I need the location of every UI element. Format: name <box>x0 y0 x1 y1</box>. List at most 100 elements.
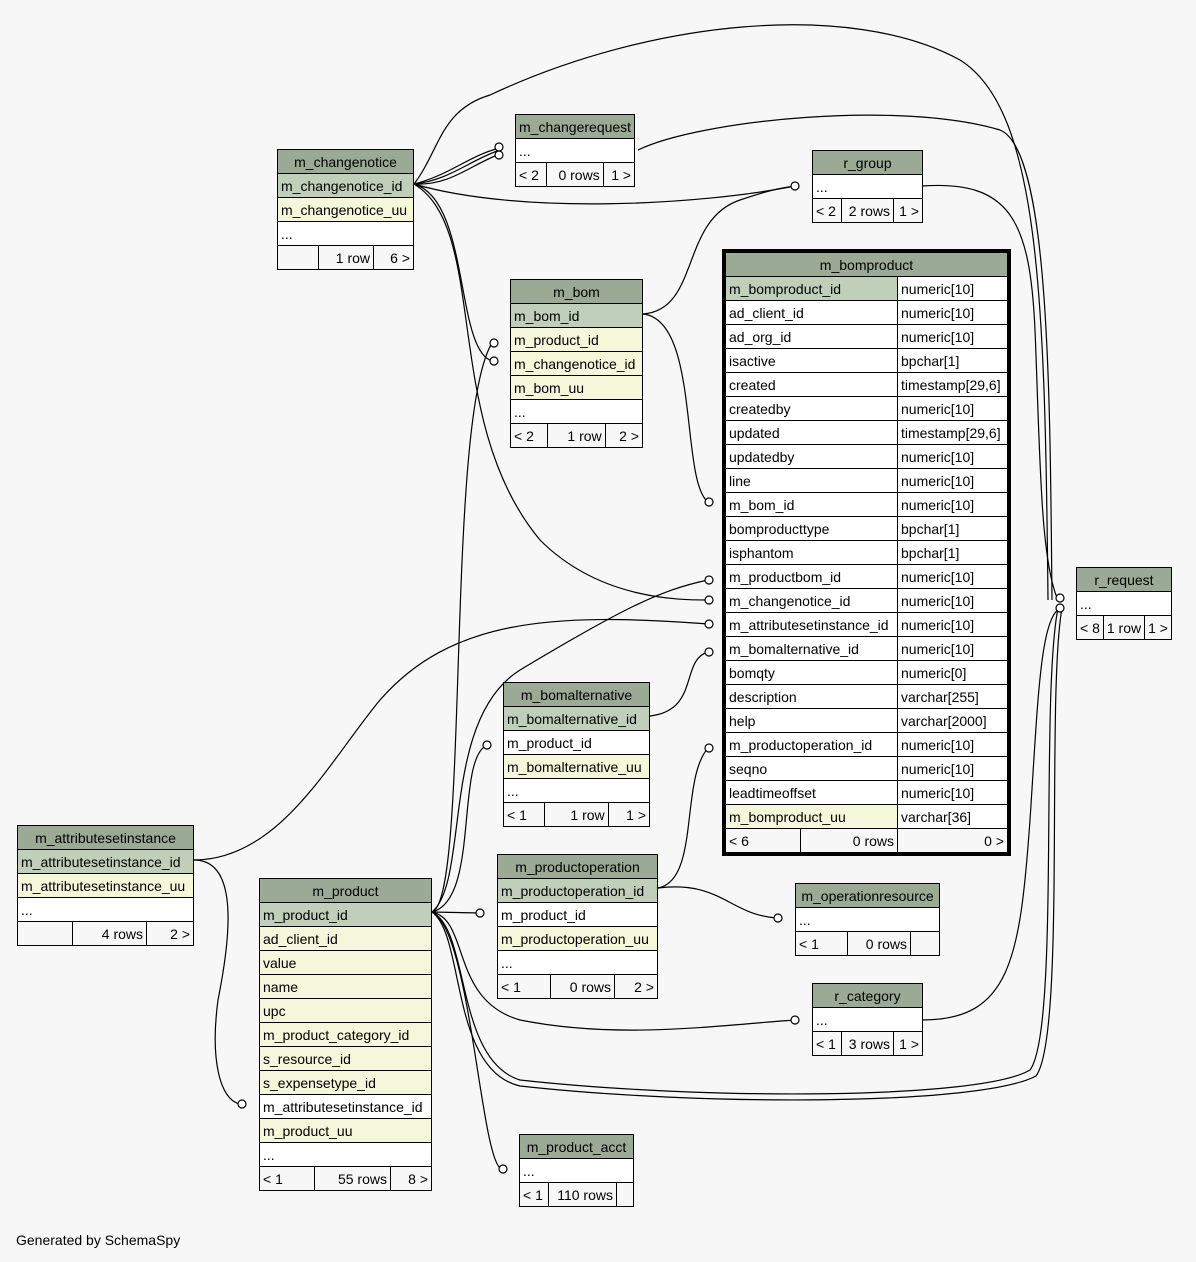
child-count[interactable]: 6 > <box>373 245 414 270</box>
table-m-attributesetinstance[interactable]: m_attributesetinstance m_attributesetins… <box>17 825 194 946</box>
child-count[interactable]: 0 > <box>897 828 1008 853</box>
table-header[interactable]: m_bom <box>510 279 643 304</box>
child-count[interactable]: 1 > <box>602 162 636 187</box>
row-count: 0 rows <box>800 828 898 853</box>
parent-count[interactable]: < 8 <box>1076 615 1104 640</box>
row-count: 0 rows <box>847 931 911 956</box>
column: m_changenotice_uu <box>277 197 414 222</box>
column-type: numeric[10] <box>897 732 1008 757</box>
child-count[interactable]: 8 > <box>390 1166 432 1191</box>
table-m-changenotice[interactable]: m_changenotice m_changenotice_id m_chang… <box>277 149 414 270</box>
table-header[interactable]: m_operationresource <box>795 883 940 908</box>
column-type: numeric[10] <box>897 468 1008 493</box>
table-header[interactable]: r_request <box>1076 567 1172 592</box>
child-count[interactable]: 1 > <box>1144 615 1172 640</box>
column-more: ... <box>17 897 194 922</box>
parent-count[interactable]: < 1 <box>502 802 546 827</box>
child-count[interactable]: 2 > <box>146 921 194 946</box>
column-pk: m_product_id <box>259 902 432 927</box>
column: m_productoperation_uu <box>497 926 658 951</box>
column-more: ... <box>259 1142 432 1167</box>
parent-count[interactable] <box>277 245 319 270</box>
column-more: ... <box>1076 591 1172 616</box>
table-header[interactable]: m_productoperation <box>497 854 658 879</box>
row-count: 1 row <box>544 802 609 827</box>
column-name: m_bomalternative_id <box>725 636 898 661</box>
column-name: ad_org_id <box>725 324 898 349</box>
column-name: updated <box>725 420 898 445</box>
edge-changenotice-rrequest <box>413 24 1049 601</box>
parent-count[interactable]: < 1 <box>795 931 848 956</box>
child-count[interactable] <box>616 1182 634 1207</box>
column-type: numeric[10] <box>897 588 1008 613</box>
child-count[interactable]: 2 > <box>604 423 644 448</box>
row-count: 55 rows <box>314 1166 391 1191</box>
column-type: numeric[10] <box>897 636 1008 661</box>
edge-changenotice-changerequest <box>413 149 501 185</box>
parent-count[interactable]: < 2 <box>509 423 549 448</box>
parent-count[interactable] <box>17 921 73 946</box>
table-m-bom[interactable]: m_bom m_bom_id m_product_id m_changenoti… <box>509 279 644 448</box>
edge-bomalternative-bomproduct <box>649 651 709 717</box>
child-count[interactable]: 2 > <box>614 974 658 999</box>
child-count[interactable]: 1 > <box>607 802 651 827</box>
table-m-product[interactable]: m_product m_product_id ad_client_id valu… <box>259 878 432 1191</box>
parent-count[interactable]: < 1 <box>497 974 551 999</box>
column-more: ... <box>514 138 636 163</box>
edge-productoperation-bomproduct <box>657 747 709 889</box>
table-m-productoperation[interactable]: m_productoperation m_productoperation_id… <box>497 854 658 999</box>
column-pk: m_productoperation_id <box>497 878 658 903</box>
table-header[interactable]: m_bomproduct <box>725 252 1008 277</box>
table-header[interactable]: m_attributesetinstance <box>17 825 194 850</box>
column-type: numeric[10] <box>897 324 1008 349</box>
table-header[interactable]: m_changerequest <box>514 114 636 139</box>
schemaspy-credit: Generated by SchemaSpy <box>16 1232 181 1248</box>
parent-count[interactable]: < 1 <box>259 1166 315 1191</box>
column: m_product_id <box>503 730 650 755</box>
column-name: m_productbom_id <box>725 564 898 589</box>
parent-count[interactable]: < 6 <box>725 828 801 853</box>
table-m-bomalternative[interactable]: m_bomalternative m_bomalternative_id m_p… <box>502 682 651 827</box>
table-header[interactable]: m_changenotice <box>277 149 414 174</box>
row-count: 1 row <box>318 245 374 270</box>
column-type: bpchar[1] <box>897 348 1008 373</box>
table-header[interactable]: m_product_acct <box>519 1134 634 1159</box>
child-count[interactable]: 1 > <box>893 198 923 223</box>
edge-product-rcategory <box>431 911 796 1031</box>
child-count[interactable] <box>910 931 940 956</box>
parent-count[interactable]: < 2 <box>812 198 842 223</box>
parent-count[interactable]: < 1 <box>812 1031 842 1056</box>
table-header[interactable]: m_bomalternative <box>503 682 650 707</box>
column-name: created <box>725 372 898 397</box>
parent-count[interactable]: < 2 <box>514 162 548 187</box>
column-name: m_bomproduct_uu <box>725 804 898 829</box>
table-header[interactable]: r_group <box>812 150 923 175</box>
child-count[interactable]: 1 > <box>893 1031 923 1056</box>
column: m_product_uu <box>259 1118 432 1143</box>
column-name: bomproducttype <box>725 516 898 541</box>
column: s_resource_id <box>259 1046 432 1071</box>
column-more: ... <box>812 174 923 199</box>
column-name: seqno <box>725 756 898 781</box>
table-header[interactable]: r_category <box>812 983 923 1008</box>
edge-bom-bomproduct <box>642 313 709 503</box>
row-count: 110 rows <box>548 1182 617 1207</box>
column-type: varchar[36] <box>897 804 1008 829</box>
edge-changenotice-rgroup <box>413 183 796 205</box>
edge-product-rrequest <box>431 607 1059 1095</box>
edge-asi-bomproduct <box>193 618 709 861</box>
table-header[interactable]: m_product <box>259 878 432 903</box>
column: m_bomalternative_uu <box>503 754 650 779</box>
column-name: help <box>725 708 898 733</box>
parent-count[interactable]: < 1 <box>518 1182 550 1207</box>
column: value <box>259 950 432 975</box>
column: m_attributesetinstance_id <box>259 1094 432 1119</box>
row-count: 0 rows <box>550 974 615 999</box>
